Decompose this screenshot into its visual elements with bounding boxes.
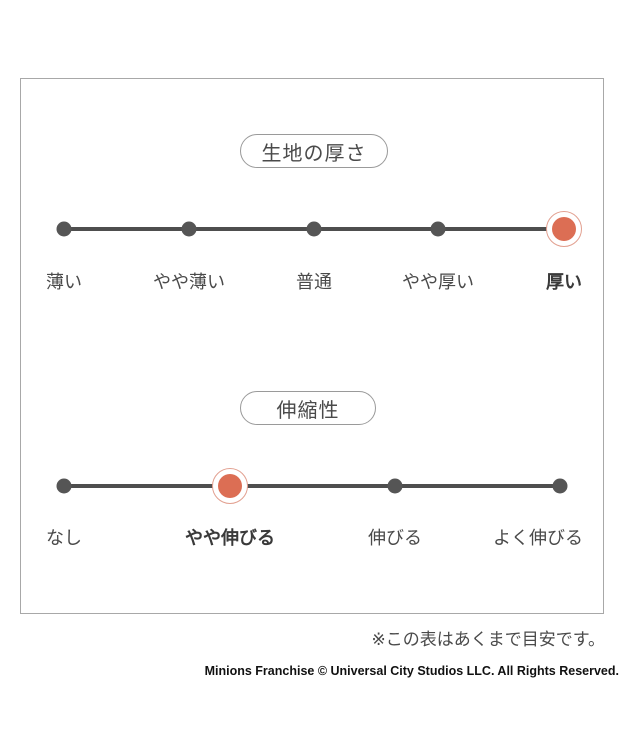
stretch-selected-marker (212, 468, 248, 504)
copyright-text: Minions Franchise © Universal City Studi… (204, 664, 619, 678)
stretch-label-selected: やや伸びる (185, 528, 275, 549)
stretch-title: 伸縮性 (276, 397, 340, 422)
thickness-point-3 (430, 221, 446, 237)
thickness-title-pill: 生地の厚さ (240, 134, 388, 168)
stretch-label-2: 伸びる (368, 528, 422, 549)
stretch-label-0: なし (46, 528, 82, 549)
thickness-point-2 (306, 221, 322, 237)
stretch-point-3 (552, 478, 568, 494)
thickness-label-2: 普通 (296, 272, 332, 293)
thickness-point-1 (181, 221, 197, 237)
thickness-point-0 (56, 221, 72, 237)
stretch-point-2 (387, 478, 403, 494)
stretch-title-pill: 伸縮性 (240, 391, 376, 425)
thickness-title: 生地の厚さ (261, 140, 367, 165)
guide-note: ※この表はあくまで目安です。 (371, 630, 605, 650)
thickness-label-0: 薄い (46, 272, 82, 293)
stretch-point-0 (56, 478, 72, 494)
stretch-label-3: よく伸びる (493, 528, 583, 549)
size-guide-frame (20, 78, 604, 614)
thickness-label-3: やや厚い (402, 272, 474, 293)
stretch-scale-line (64, 484, 560, 488)
thickness-selected-marker (546, 211, 582, 247)
thickness-label-selected: 厚い (546, 272, 582, 293)
thickness-label-1: やや薄い (153, 272, 225, 293)
